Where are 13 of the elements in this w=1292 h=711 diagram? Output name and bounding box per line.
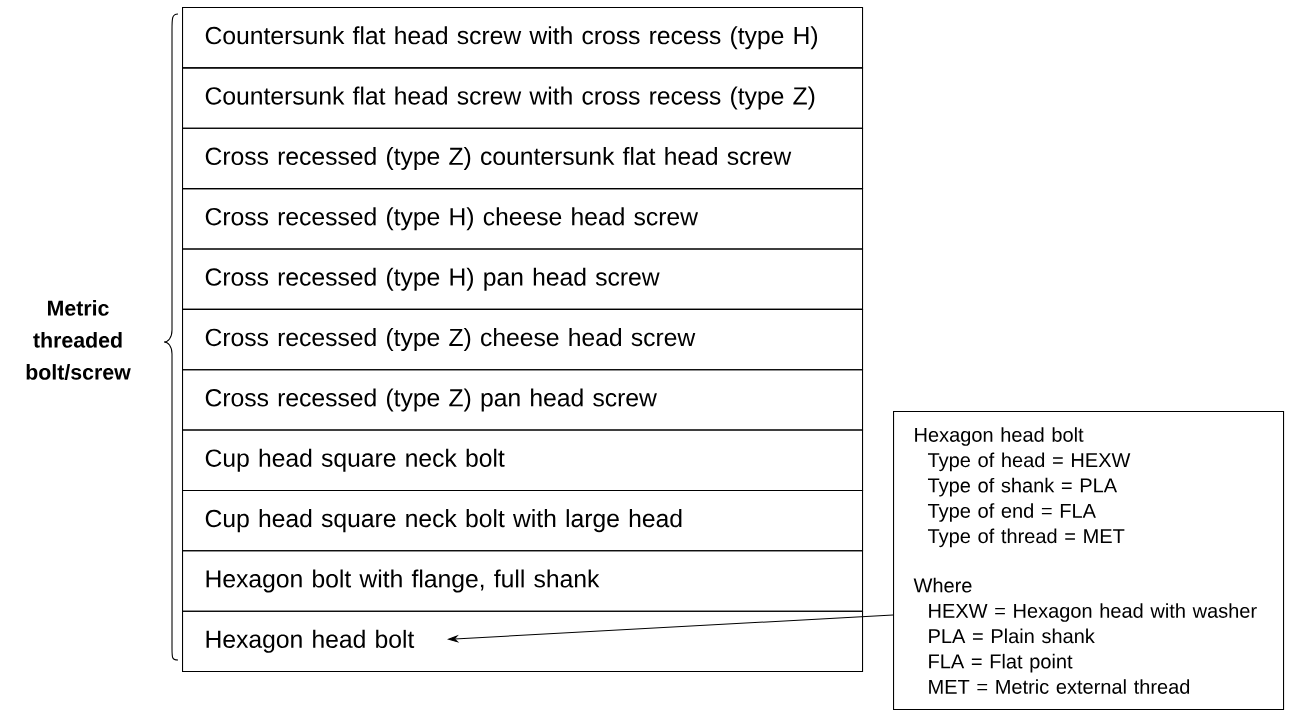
list-row: Cross recessed (type H) pan head screw xyxy=(182,248,864,310)
list-row: Cross recessed (type Z) cheese head screw xyxy=(182,308,864,371)
list-row: Cross recessed (type Z) pan head screw xyxy=(182,369,864,431)
list-row: Countersunk flat head screw with cross recess (type H) xyxy=(182,7,864,69)
list-row: Cross recessed (type H) cheese head screw xyxy=(182,188,864,250)
list-row: Hexagon head bolt xyxy=(182,610,864,673)
list-row: Countersunk flat head screw with cross recess (type Z) xyxy=(182,67,864,129)
list-row: Hexagon bolt with flange, full shank xyxy=(182,550,864,612)
note-box: Hexagon head bolt Type of head = HEXW Type of shank = PLA Type of end = FLA Type of thread = MET Where HEXW = Hexagon head with washer PLA = Plain shank FLA = Flat point MET = Metric external thread xyxy=(893,411,1285,711)
list-row: Cup head square neck bolt with large head xyxy=(182,489,864,552)
list-row: Cross recessed (type Z) countersunk flat head screw xyxy=(182,127,864,190)
group-label: Metric threaded bolt/screw xyxy=(26,300,131,380)
list-row: Cup head square neck bolt xyxy=(182,429,864,491)
